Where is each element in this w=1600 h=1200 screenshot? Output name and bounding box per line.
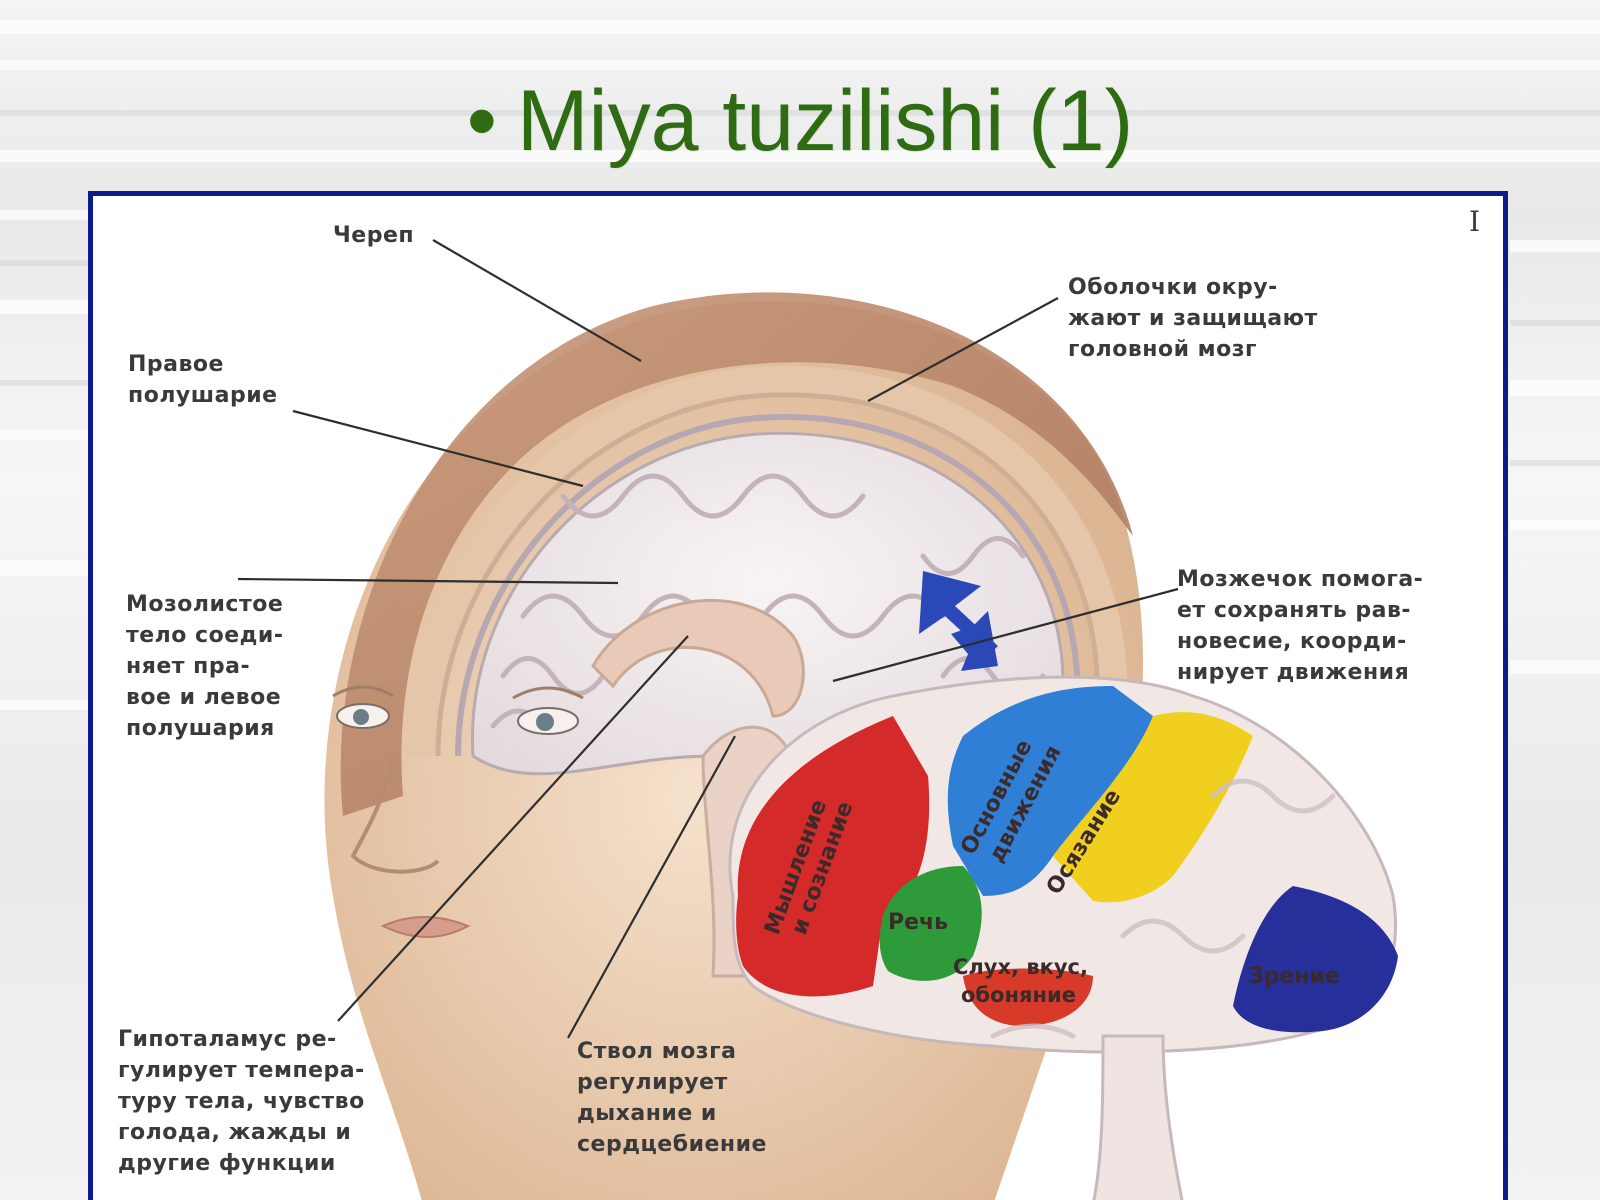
slide-title: •Miya tuzilishi (1) (0, 78, 1600, 164)
label-skull: Череп (333, 223, 415, 248)
lobe-label-vision: Зрение (1248, 964, 1340, 989)
brainstem-lateral (1092, 1034, 1184, 1200)
brain-diagram-frame: Мышление и сознание Основные движения Ос… (88, 191, 1508, 1200)
brain-anatomy-illustration: Мышление и сознание Основные движения Ос… (237, 239, 1398, 1200)
lateral-brain: Мышление и сознание Основные движения Ос… (728, 675, 1398, 1200)
lobe-label-speech: Речь (888, 910, 948, 935)
lips (380, 916, 471, 938)
label-meninges: Оболочки окру- жают и защищают головной … (1068, 275, 1318, 362)
lobe-hearing (963, 968, 1093, 1026)
label-right-hemisphere: Правое полушарие (128, 352, 278, 408)
title-bullet: • (466, 73, 497, 169)
lobe-touch (1053, 712, 1253, 903)
corner-mark: I (1469, 205, 1481, 238)
lobe-label-hearing-1: Слух, вкус, (953, 955, 1088, 979)
lobe-label-hearing-2: обоняние (961, 983, 1076, 1007)
label-brainstem: Ствол мозга регулирует дыхание и сердцеб… (577, 1039, 767, 1157)
lobe-speech (879, 866, 982, 981)
label-corpus-callosum: Мозолистое тело соеди- няет пра- вое и л… (126, 592, 284, 741)
lobe-vision (1233, 886, 1398, 1033)
label-cerebellum: Мозжечок помога- ет сохранять рав- новес… (1177, 567, 1424, 685)
double-arrow-icon (919, 571, 998, 671)
label-hypothalamus: Гипоталамус ре- гулирует темпера- туру т… (118, 1027, 365, 1176)
title-text: Miya tuzilishi (1) (516, 73, 1134, 169)
corpus-callosum-shape (591, 598, 805, 718)
lobe-movement (947, 686, 1153, 896)
face-features (332, 685, 584, 938)
nose (350, 755, 440, 874)
leader-lines (237, 239, 1179, 1039)
